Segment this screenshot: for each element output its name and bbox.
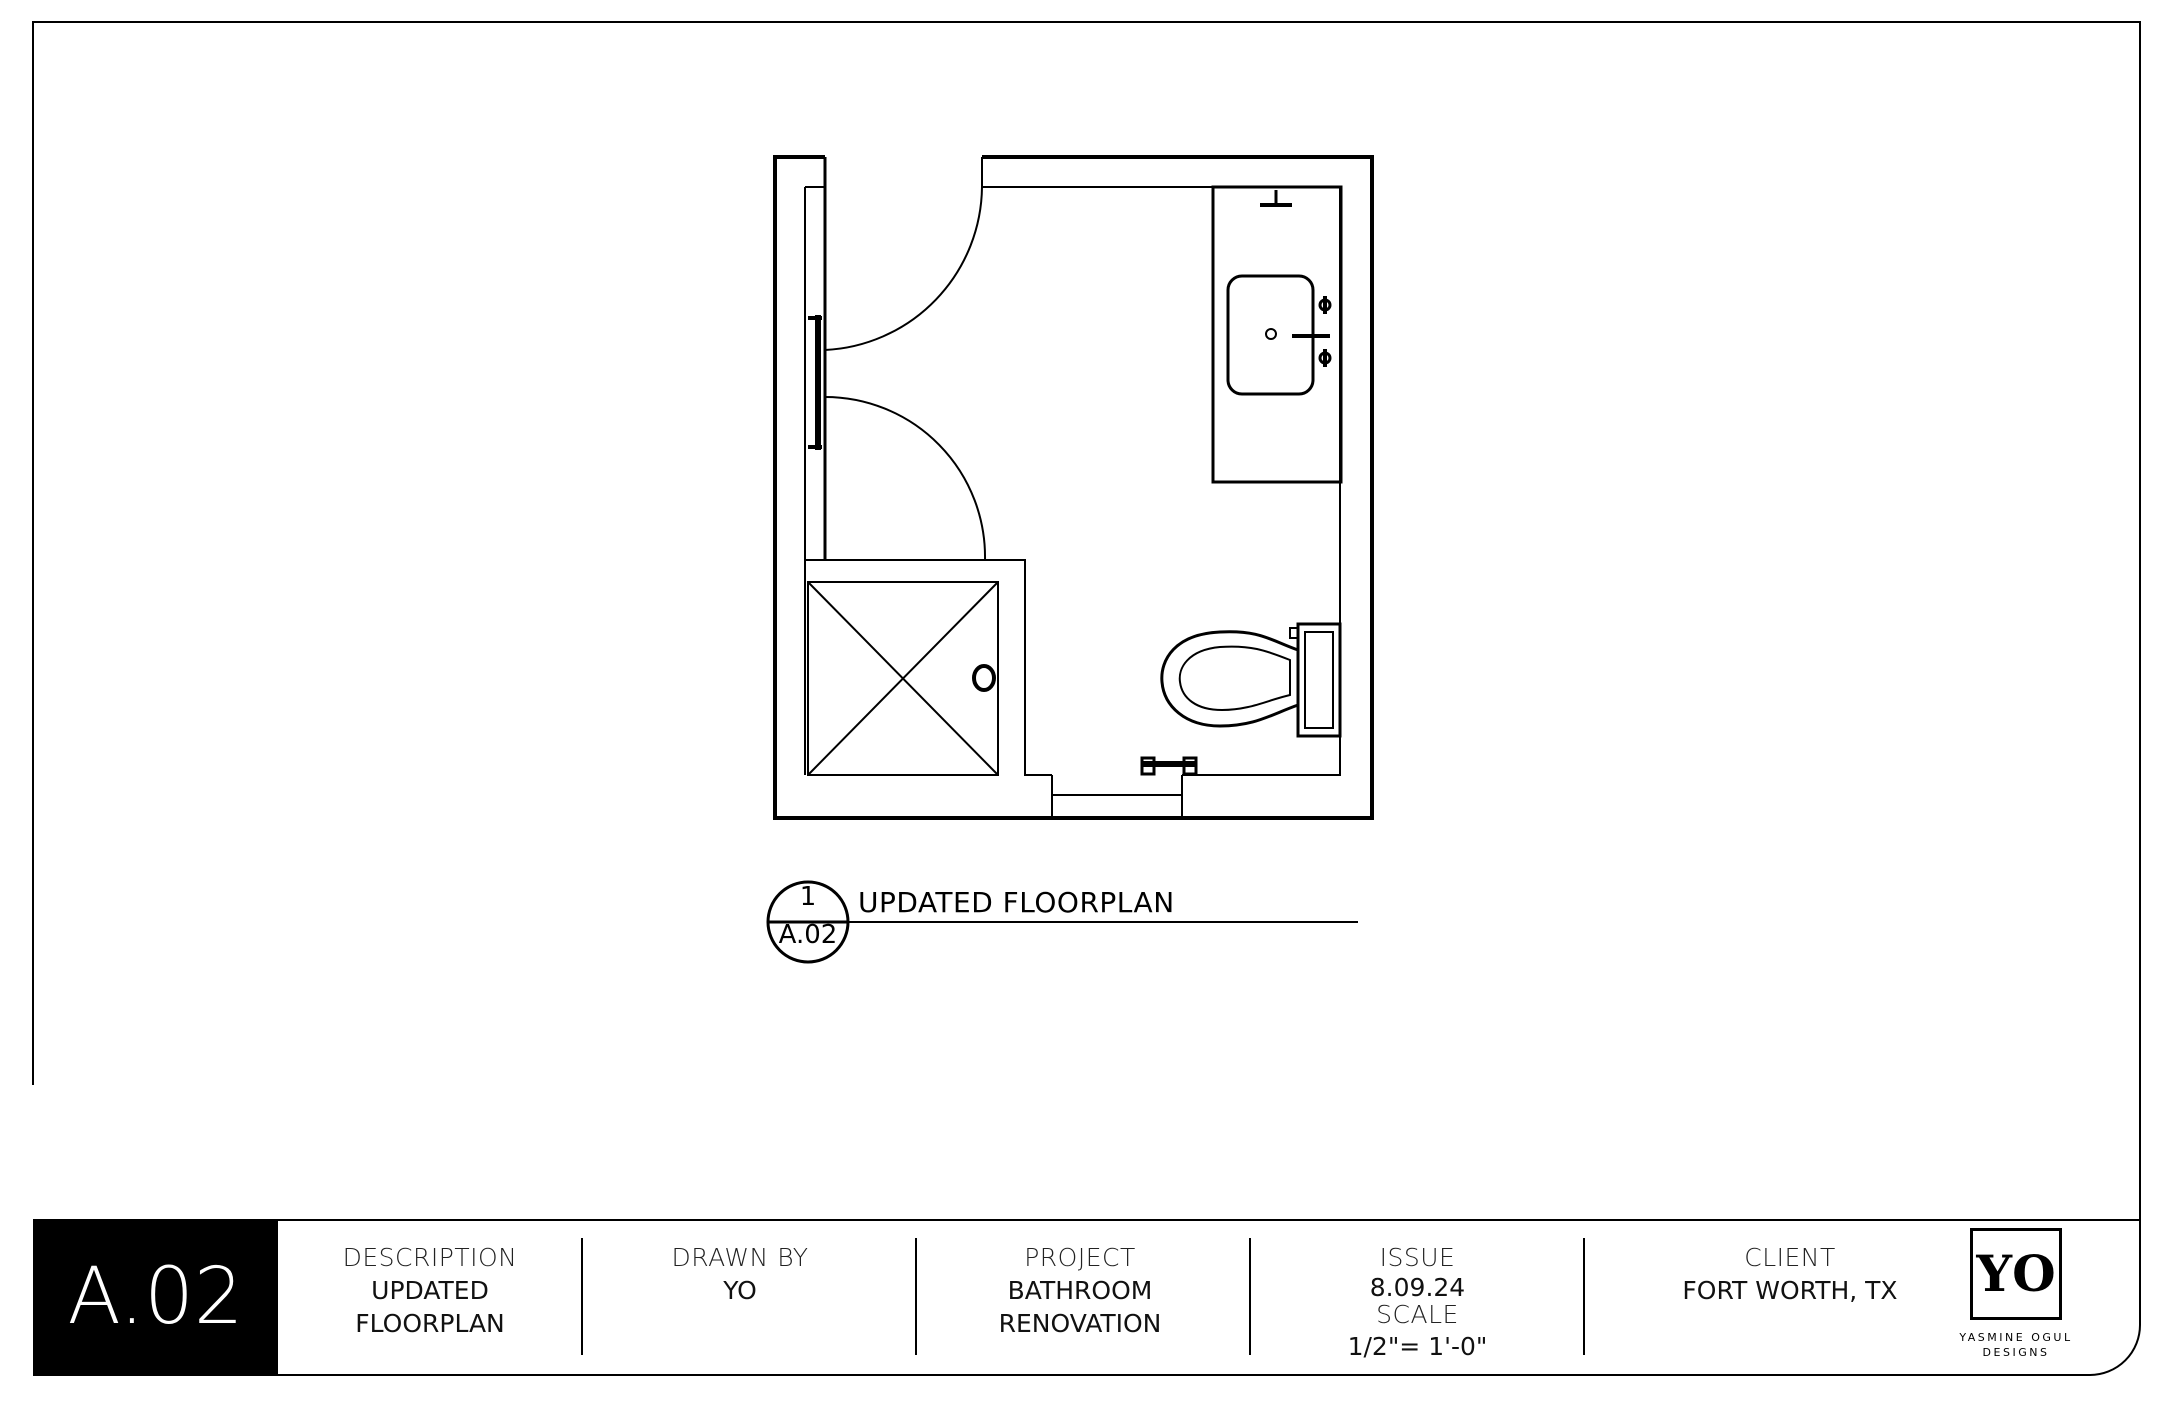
logo-line1: YASMINE OGUL — [1959, 1331, 2073, 1344]
project-line2: RENOVATION — [998, 1309, 1162, 1338]
issue-value: 8.09.24 — [1369, 1273, 1466, 1302]
drawing-title: UPDATED FLOORPLAN — [858, 886, 1175, 919]
project-cell: PROJECT BATHROOM RENOVATION — [935, 1220, 1225, 1375]
vanity — [1211, 185, 1343, 484]
description-label: DESCRIPTION — [342, 1243, 518, 1272]
description-line1: UPDATED — [371, 1276, 489, 1305]
drawn-by-value: YO — [723, 1276, 757, 1305]
walls — [773, 155, 1374, 820]
callout-sheet-ref: A.02 — [778, 920, 838, 950]
shower-stall — [807, 581, 999, 776]
client-label: CLIENT — [1744, 1243, 1836, 1272]
project-line1: BATHROOM — [1007, 1276, 1153, 1305]
title-block-frame — [33, 1219, 2141, 1376]
issue-label: ISSUE — [1379, 1243, 1456, 1272]
logo-mark: YO — [1970, 1228, 2062, 1320]
logo-line2: DESIGNS — [1982, 1346, 2050, 1359]
drawn-by-cell: DRAWN BY YO — [600, 1220, 880, 1375]
wall-towel-bar — [808, 315, 822, 450]
scale-label: SCALE — [1376, 1300, 1459, 1329]
project-label: PROJECT — [1024, 1243, 1136, 1272]
drawn-by-label: DRAWN BY — [671, 1243, 809, 1272]
description-cell: DESCRIPTION UPDATED FLOORPLAN — [300, 1220, 560, 1375]
client-cell: CLIENT FORT WORTH, TX — [1605, 1220, 1975, 1375]
bottom-opening — [1051, 775, 1183, 818]
sheet-border — [32, 21, 2141, 1220]
description-line2: FLOORPLAN — [355, 1309, 505, 1338]
drawing-callout — [766, 880, 1358, 964]
client-value: FORT WORTH, TX — [1682, 1276, 1898, 1305]
issue-cell: ISSUE 8.09.24 SCALE 1/2"= 1'-0" — [1270, 1220, 1565, 1375]
towel-hook-bottom — [1140, 756, 1198, 776]
scale-value: 1/2"= 1'-0" — [1347, 1332, 1488, 1361]
toilet — [1160, 622, 1342, 738]
logo-subtitle: YASMINE OGUL DESIGNS — [1935, 1330, 2097, 1360]
sheet-number: A.02 — [33, 1220, 278, 1375]
entry-door — [824, 186, 987, 561]
callout-number: 1 — [799, 882, 817, 912]
